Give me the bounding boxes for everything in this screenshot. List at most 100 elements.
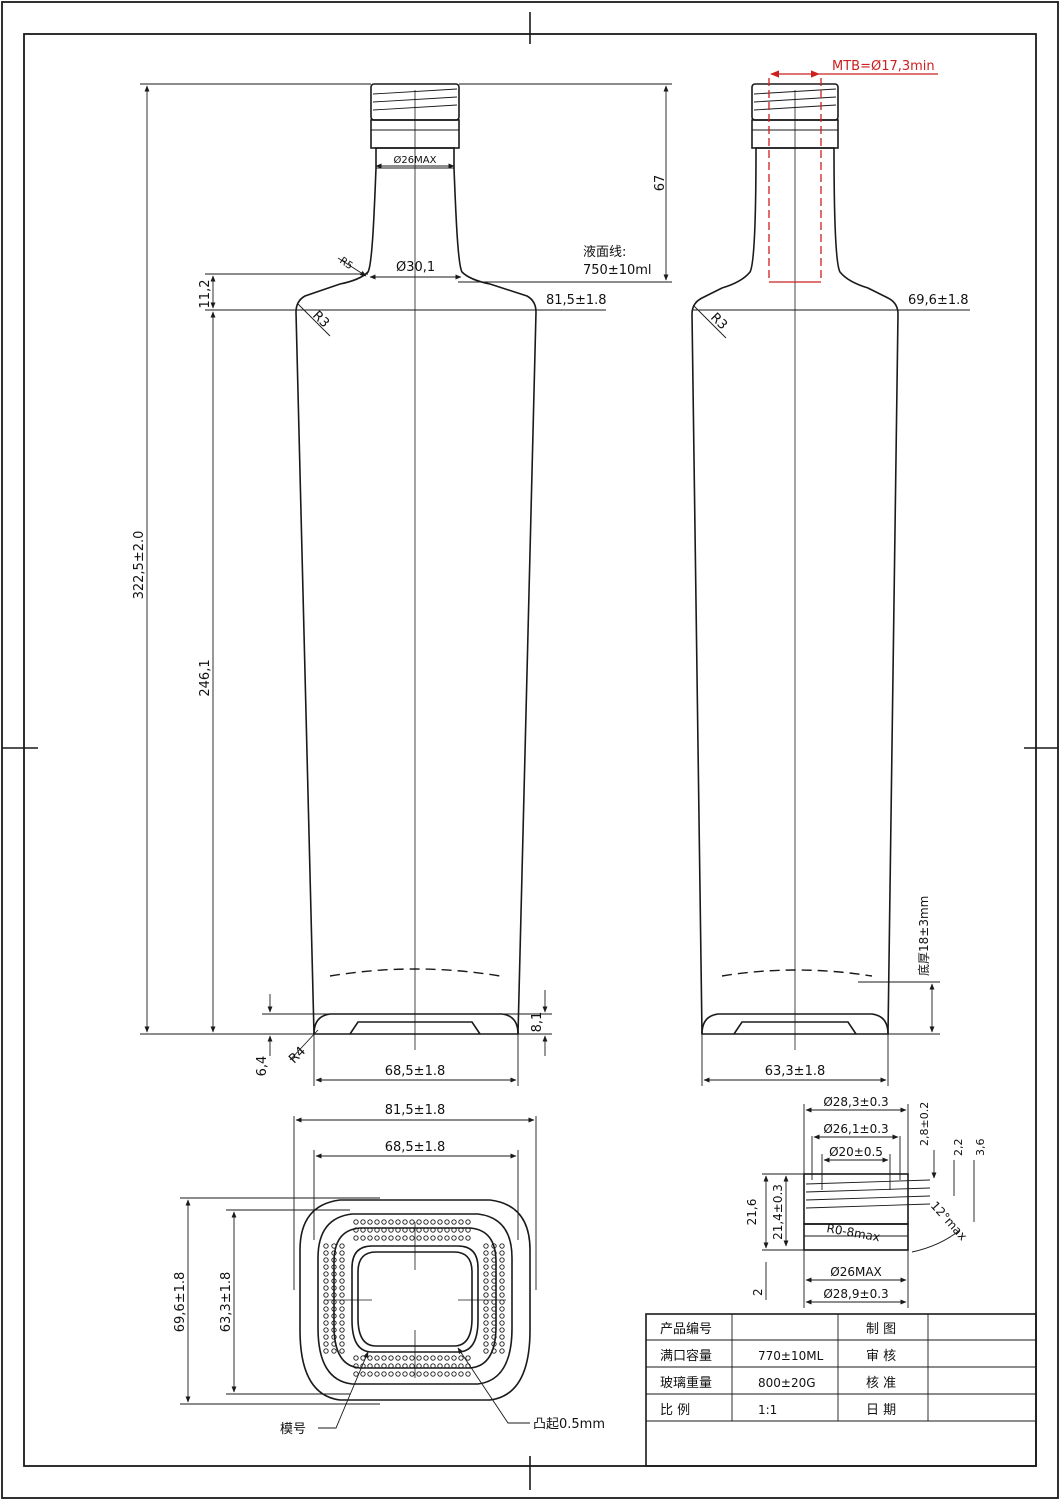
emboss-dot bbox=[374, 1363, 380, 1369]
emboss-dot bbox=[331, 1327, 337, 1333]
emboss-dot bbox=[483, 1257, 489, 1263]
emboss-dot bbox=[353, 1363, 359, 1369]
emboss-dot bbox=[395, 1371, 401, 1377]
emboss-dot bbox=[409, 1235, 415, 1241]
emboss-dot bbox=[367, 1227, 373, 1233]
emboss-dot bbox=[430, 1235, 436, 1241]
emboss-dot bbox=[483, 1292, 489, 1298]
finish-detail-dimensions: Ø28,3±0.3 Ø26,1±0.3 Ø20±0.5 2,8±0.2 2,2 … bbox=[745, 1095, 987, 1308]
emboss-dot bbox=[331, 1264, 337, 1270]
emboss-dot bbox=[339, 1278, 345, 1284]
emboss-dot bbox=[331, 1313, 337, 1319]
emboss-dot bbox=[323, 1250, 329, 1256]
emboss-dot bbox=[331, 1271, 337, 1277]
emboss-dot bbox=[465, 1235, 471, 1241]
tb-capacity-label: 满口容量 bbox=[660, 1348, 712, 1364]
base-height-label: 6,4 bbox=[255, 1056, 270, 1077]
emboss-dot bbox=[331, 1334, 337, 1340]
emboss-dot bbox=[374, 1219, 380, 1225]
emboss-dot bbox=[323, 1334, 329, 1340]
emboss-label: 凸起0.5mm bbox=[533, 1417, 605, 1432]
emboss-dot bbox=[339, 1285, 345, 1291]
emboss-dot bbox=[339, 1243, 345, 1249]
emboss-dot bbox=[331, 1292, 337, 1298]
emboss-dot bbox=[491, 1292, 497, 1298]
emboss-dot bbox=[339, 1250, 345, 1256]
emboss-dot bbox=[409, 1355, 415, 1361]
tb-drafted-label: 制 图 bbox=[866, 1322, 896, 1337]
title-block-text: 产品编号 制 图 满口容量 770±10ML 审 核 玻璃重量 800±20G … bbox=[660, 1322, 896, 1418]
emboss-dot bbox=[499, 1257, 505, 1263]
emboss-dot bbox=[483, 1271, 489, 1277]
emboss-dot bbox=[458, 1227, 464, 1233]
emboss-dot bbox=[381, 1219, 387, 1225]
emboss-dot bbox=[381, 1355, 387, 1361]
emboss-dot bbox=[388, 1363, 394, 1369]
emboss-dot bbox=[458, 1355, 464, 1361]
emboss-dot bbox=[374, 1355, 380, 1361]
emboss-dot bbox=[451, 1355, 457, 1361]
emboss-dot bbox=[499, 1285, 505, 1291]
emboss-dot bbox=[367, 1371, 373, 1377]
emboss-dot bbox=[367, 1219, 373, 1225]
emboss-dot bbox=[444, 1227, 450, 1233]
emboss-dot bbox=[491, 1278, 497, 1284]
side-body-width-label: 69,6±1.8 bbox=[908, 293, 969, 308]
emboss-dot bbox=[416, 1363, 422, 1369]
side-view-bottle bbox=[691, 78, 899, 1050]
emboss-dot bbox=[444, 1363, 450, 1369]
front-view-bottle bbox=[295, 83, 537, 1050]
emboss-dot bbox=[499, 1334, 505, 1340]
emboss-dot bbox=[388, 1371, 394, 1377]
emboss-dot bbox=[323, 1285, 329, 1291]
emboss-dot bbox=[465, 1355, 471, 1361]
emboss-dot bbox=[339, 1327, 345, 1333]
emboss-dot bbox=[360, 1219, 366, 1225]
emboss-dot bbox=[423, 1227, 429, 1233]
emboss-dot bbox=[483, 1243, 489, 1249]
bottom-width-outer-label: 81,5±1.8 bbox=[385, 1103, 446, 1118]
base-width-label: 68,5±1.8 bbox=[385, 1064, 446, 1079]
mtb-label: MTB=Ø17,3min bbox=[832, 59, 935, 74]
emboss-dot bbox=[339, 1299, 345, 1305]
emboss-dot bbox=[388, 1355, 394, 1361]
base-thickness-label: 底厚18±3mm bbox=[916, 896, 931, 976]
emboss-dot bbox=[451, 1235, 457, 1241]
emboss-dot bbox=[491, 1264, 497, 1270]
tb-product-code-label: 产品编号 bbox=[660, 1322, 712, 1337]
emboss-dot bbox=[374, 1227, 380, 1233]
emboss-dot bbox=[451, 1219, 457, 1225]
emboss-dot bbox=[339, 1271, 345, 1277]
thread-height-1-label: 2,8±0.2 bbox=[918, 1102, 931, 1146]
fill-line-value: 750±10ml bbox=[583, 263, 652, 278]
emboss-dot bbox=[458, 1219, 464, 1225]
emboss-dot bbox=[353, 1371, 359, 1377]
emboss-dot bbox=[388, 1219, 394, 1225]
emboss-dot bbox=[323, 1341, 329, 1347]
emboss-dot bbox=[339, 1334, 345, 1340]
emboss-dot bbox=[483, 1348, 489, 1354]
base-recess-label: 8,1 bbox=[530, 1012, 545, 1033]
emboss-dot bbox=[491, 1243, 497, 1249]
emboss-dot bbox=[360, 1227, 366, 1233]
emboss-dot bbox=[395, 1355, 401, 1361]
emboss-dot bbox=[499, 1348, 505, 1354]
emboss-dot bbox=[430, 1219, 436, 1225]
finish-dia-transfer-label: Ø28,9±0.3 bbox=[823, 1287, 888, 1301]
emboss-dot bbox=[465, 1227, 471, 1233]
emboss-dot bbox=[430, 1355, 436, 1361]
emboss-dot bbox=[339, 1313, 345, 1319]
emboss-dot bbox=[323, 1348, 329, 1354]
emboss-dot bbox=[483, 1327, 489, 1333]
emboss-dot bbox=[451, 1371, 457, 1377]
base-radius-label: R4 bbox=[286, 1044, 309, 1067]
side-base-width-label: 63,3±1.8 bbox=[765, 1064, 826, 1079]
emboss-dot bbox=[395, 1227, 401, 1233]
finish-angle-label: 12°max bbox=[928, 1199, 970, 1244]
emboss-dot bbox=[409, 1363, 415, 1369]
emboss-dot bbox=[331, 1306, 337, 1312]
emboss-dot bbox=[353, 1219, 359, 1225]
emboss-dot bbox=[323, 1271, 329, 1277]
finish-height-thread-label: 21,4±0.3 bbox=[771, 1184, 785, 1240]
